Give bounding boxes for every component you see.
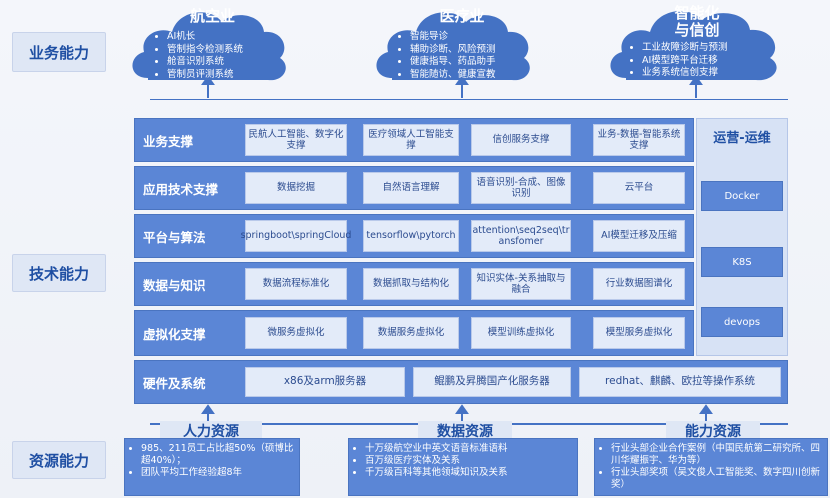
- cloud-intelligent: 智能化 与信创 工业故障诊断与预测 AI模型跨平台迁移 业务系统信创支撑: [622, 5, 772, 80]
- row-cell: 语音识别-合成、图像识别: [471, 172, 571, 204]
- cloud-intelligent-item: 业务系统信创支撑: [642, 67, 772, 80]
- row-app-tech: 应用技术支撑 数据挖掘 自然语言理解 语音识别-合成、图像识别 云平台: [134, 166, 694, 210]
- cloud-aviation-item: 舱音识别系统: [167, 56, 280, 69]
- row-cell: 业务-数据-智能系统支撑: [593, 124, 685, 156]
- resource-box-human: 985、211员工占比超50%（硕博比超40%）； 团队平均工作经验超8年: [124, 438, 300, 496]
- ops-item-docker: Docker: [701, 181, 783, 211]
- cloud-medical-item: 智能导诊: [410, 31, 532, 44]
- resource-box-ability: 行业头部企业合作案例（中国民航第二研究所、四川华耀振宇、华为等） 行业头部奖项（…: [594, 438, 828, 496]
- resource-item: 千万级百科等其他领域知识及关系: [365, 467, 577, 479]
- resource-title-ability: 能力资源: [666, 421, 760, 441]
- resource-item: 十万级航空业中英文语音标准语料: [365, 443, 577, 455]
- row-label: 平台与算法: [143, 229, 206, 245]
- row-label: 业务支撑: [143, 133, 194, 149]
- row-cell: 模型训练虚拟化: [471, 317, 571, 349]
- cloud-aviation-item: AI机长: [167, 31, 280, 44]
- ops-item-k8s: K8S: [701, 247, 783, 277]
- row-cell: 知识实体-关系抽取与融合: [471, 268, 571, 300]
- row-cell: 数据流程标准化: [245, 268, 347, 300]
- hardware-cell: 鲲鹏及昇腾国产化服务器: [413, 367, 571, 397]
- cloud-aviation-item: 管制员评测系统: [167, 69, 280, 82]
- row-cell: 医疗领域人工智能支撑: [363, 124, 459, 156]
- row-cell: 数据挖掘: [245, 172, 347, 204]
- row-label: 应用技术支撑: [143, 181, 219, 197]
- row-label: 虚拟化支撑: [143, 326, 206, 342]
- row-cell: 自然语言理解: [363, 172, 459, 204]
- resource-item: 团队平均工作经验超8年: [141, 467, 299, 479]
- side-label-resource: 资源能力: [12, 441, 106, 479]
- side-label-tech: 技术能力: [12, 254, 106, 292]
- row-cell: 信创服务支撑: [471, 124, 571, 156]
- row-business-support: 业务支撑 民航人工智能、数字化支撑 医疗领域人工智能支撑 信创服务支撑 业务-数…: [134, 118, 694, 162]
- cloud-medical-title: 医疗业: [439, 7, 485, 25]
- cloud-medical: 医疗业 智能导诊 辅助诊断、风险预测 健康指导、药品助手 智能随访、健康宣教: [392, 8, 532, 80]
- cloud-aviation-title: 航空业: [189, 7, 235, 25]
- cloud-medical-item: 健康指导、药品助手: [410, 56, 532, 69]
- row-cell: 数据服务虚拟化: [363, 317, 459, 349]
- row-cell: 行业数据图谱化: [593, 268, 685, 300]
- ops-column: 运营-运维 Docker K8S devops: [696, 118, 788, 356]
- cloud-shapes: [132, 10, 788, 100]
- row-cell: attention\seq2seq\transfomer: [471, 220, 571, 252]
- cloud-intelligent-title-line2: 与信创: [674, 21, 720, 39]
- side-label-business: 业务能力: [12, 32, 106, 72]
- row-virtualization: 虚拟化支撑 微服务虚拟化 数据服务虚拟化 模型训练虚拟化 模型服务虚拟化: [134, 310, 694, 356]
- ops-title: 运营-运维: [713, 131, 771, 146]
- row-cell: springboot\springCloud: [241, 220, 351, 252]
- row-cell: 云平台: [593, 172, 685, 204]
- cloud-intelligent-item: AI模型跨平台迁移: [642, 55, 772, 68]
- cloud-medical-item: 智能随访、健康宣教: [410, 69, 532, 82]
- row-cell: 数据抓取与结构化: [363, 268, 459, 300]
- row-platform-algorithm: 平台与算法 springboot\springCloud tensorflow\…: [134, 214, 694, 258]
- cloud-aviation: 航空业 AI机长 管制指令检测系统 舱音识别系统 管制员评测系统: [145, 8, 280, 80]
- cloud-medical-item: 辅助诊断、风险预测: [410, 44, 532, 57]
- resource-item: 985、211员工占比超50%（硕博比超40%）；: [141, 443, 299, 467]
- resource-title-human: 人力资源: [160, 421, 262, 441]
- resource-item: 行业头部奖项（吴文俊人工智能奖、数字四川创新奖）: [611, 467, 827, 491]
- resource-box-data: 十万级航空业中英文语音标准语料 百万级医疗实体及关系 千万级百科等其他领域知识及…: [348, 438, 578, 496]
- row-label: 数据与知识: [143, 277, 206, 293]
- hardware-cell: x86及arm服务器: [245, 367, 405, 397]
- cloud-aviation-item: 管制指令检测系统: [167, 44, 280, 57]
- resource-item: 行业头部企业合作案例（中国民航第二研究所、四川华耀振宇、华为等）: [611, 443, 827, 467]
- resource-item: 百万级医疗实体及关系: [365, 455, 577, 467]
- row-cell: tensorflow\pytorch: [363, 220, 459, 252]
- hardware-cell: redhat、麒麟、欧拉等操作系统: [579, 367, 781, 397]
- resource-title-data: 数据资源: [418, 421, 512, 441]
- row-label: 硬件及系统: [143, 375, 206, 391]
- row-cell: AI模型迁移及压缩: [593, 220, 685, 252]
- row-cell: 微服务虚拟化: [245, 317, 347, 349]
- row-data-knowledge: 数据与知识 数据流程标准化 数据抓取与结构化 知识实体-关系抽取与融合 行业数据…: [134, 262, 694, 306]
- row-hardware: 硬件及系统 x86及arm服务器 鲲鹏及昇腾国产化服务器 redhat、麒麟、欧…: [134, 360, 788, 404]
- row-cell: 模型服务虚拟化: [593, 317, 685, 349]
- cloud-intelligent-title-line1: 智能化: [674, 4, 720, 22]
- ops-item-devops: devops: [701, 307, 783, 337]
- cloud-intelligent-item: 工业故障诊断与预测: [642, 42, 772, 55]
- row-cell: 民航人工智能、数字化支撑: [245, 124, 347, 156]
